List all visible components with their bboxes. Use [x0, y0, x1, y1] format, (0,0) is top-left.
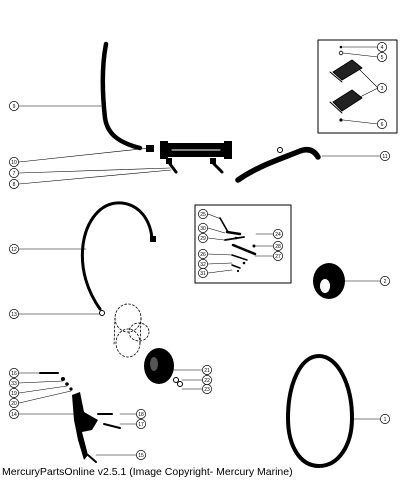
callout-number: 33 [11, 381, 17, 387]
callout-18: 18 [136, 409, 146, 419]
hose-11 [235, 146, 321, 183]
callout-25: 25 [198, 209, 208, 219]
callout-number: 1 [384, 417, 387, 423]
callout-number: 12 [11, 247, 17, 253]
callout-19: 19 [9, 388, 19, 398]
callout-number: 8 [13, 182, 16, 188]
hose-12 [80, 201, 156, 316]
cooler-assembly [146, 141, 232, 174]
callout-number: 21 [204, 368, 210, 374]
callout-1: 1 [380, 414, 390, 424]
callout-number: 7 [13, 171, 16, 177]
callout-32: 32 [198, 259, 208, 269]
bracket-upper [329, 59, 363, 83]
callout-29: 29 [198, 233, 208, 243]
callout-number: 13 [11, 312, 17, 318]
callout-17: 17 [136, 419, 146, 429]
callout-number: 14 [11, 412, 17, 418]
callout-number: 10 [11, 160, 17, 166]
callout-3: 3 [377, 83, 387, 93]
hose-9 [100, 41, 143, 151]
callout-number: 25 [200, 212, 206, 218]
callout-number: 3 [381, 86, 384, 92]
pump-housing-2 [313, 263, 345, 299]
callout-12: 12 [9, 244, 19, 254]
callout-number: 27 [275, 254, 281, 260]
callout-number: 26 [200, 252, 206, 258]
leader-lines [18, 46, 382, 456]
callout-number: 23 [204, 387, 210, 393]
callout-8: 8 [9, 179, 19, 189]
callout-7: 7 [9, 168, 19, 178]
callout-20: 20 [9, 398, 19, 408]
callout-15: 15 [136, 450, 146, 460]
pulley [144, 348, 174, 384]
callout-2: 2 [380, 276, 390, 286]
callout-number: 2 [384, 279, 387, 285]
callout-number: 28 [275, 244, 281, 250]
callout-number: 22 [204, 378, 210, 384]
phantom-pump-outline [113, 303, 150, 358]
callout-10: 10 [9, 157, 19, 167]
callout-21: 21 [202, 365, 212, 375]
callout-number: 19 [11, 391, 17, 397]
callout-number: 20 [11, 401, 17, 407]
callout-number: 24 [275, 232, 281, 238]
callout-9: 9 [9, 101, 19, 111]
callout-14: 14 [9, 409, 19, 419]
drive-belt [286, 354, 354, 468]
callout-number: 11 [382, 154, 387, 160]
callout-4: 4 [377, 42, 387, 52]
callout-33: 33 [9, 378, 19, 388]
callout-number: 4 [381, 45, 384, 51]
callout-number: 6 [381, 122, 384, 128]
callout-number: 15 [138, 453, 144, 459]
callout-31: 31 [198, 268, 208, 278]
callout-number: 17 [138, 422, 144, 428]
inset-box-fasteners [194, 204, 292, 284]
callout-22: 22 [202, 375, 212, 385]
callout-30: 30 [198, 223, 208, 233]
callout-number: 30 [200, 226, 206, 232]
callout-23: 23 [202, 384, 212, 394]
callout-number: 16 [11, 371, 17, 377]
callout-11: 11 [380, 151, 390, 161]
callout-26: 26 [198, 249, 208, 259]
callout-6: 6 [377, 119, 387, 129]
mounting-bracket [39, 372, 121, 463]
footer-copyright: MercuryPartsOnline v2.5.1 (Image Copyrig… [2, 466, 293, 478]
callout-number: 9 [13, 104, 16, 110]
callout-number: 29 [200, 236, 206, 242]
callout-labels: 1234567891011121314151617181920212223242… [9, 42, 390, 460]
callout-16: 16 [9, 368, 19, 378]
callout-number: 31 [200, 271, 206, 277]
callout-5: 5 [377, 52, 387, 62]
bracket-lower [329, 89, 363, 114]
callout-13: 13 [9, 309, 19, 319]
callout-24: 24 [273, 229, 283, 239]
callout-27: 27 [273, 251, 283, 261]
callout-number: 5 [381, 55, 384, 61]
inset-box-brackets [317, 39, 398, 134]
callout-number: 32 [200, 262, 206, 268]
callout-number: 18 [138, 412, 144, 418]
callout-28: 28 [273, 241, 283, 251]
